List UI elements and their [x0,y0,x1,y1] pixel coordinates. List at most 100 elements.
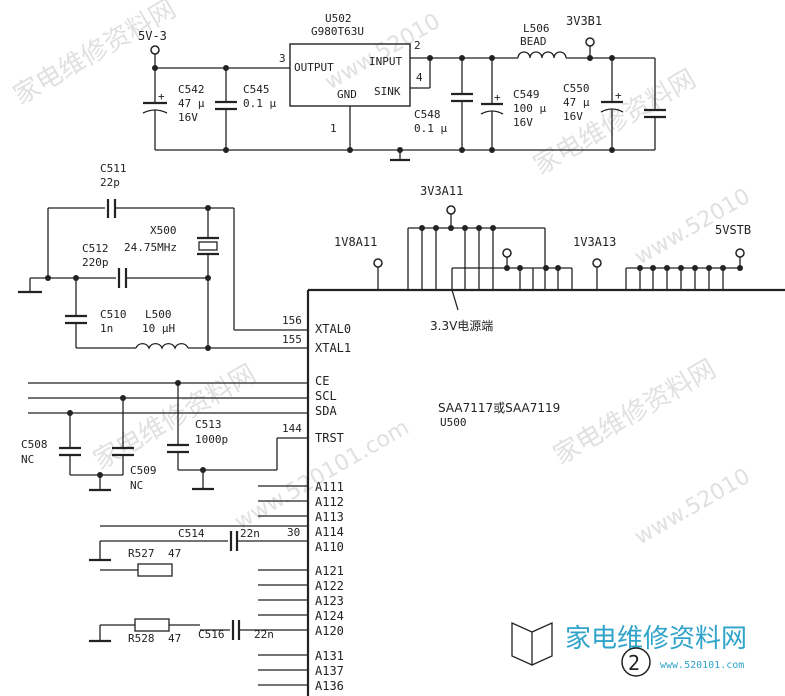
plus-sign: + [158,90,165,103]
terminal-3v3b1 [585,37,595,47]
label-c542-val: 47 µ [178,97,205,110]
pin-label-sink: SINK [374,85,401,98]
watermarks: 家电维修资料网 www.52010 家电维修资料网 www.52010 家电维修… [9,0,755,550]
label-c510-val: 1n [100,322,113,335]
label-c514-ref: C514 [178,527,205,540]
pin-num-4: 4 [416,71,423,84]
label-x500-val: 24.75MHz [124,241,177,254]
resistor-r527 [137,563,173,577]
label-c512-val: 220p [82,256,109,269]
label-l500-val: 10 µH [142,322,175,335]
chip-ref: U500 [440,416,467,429]
rail-label-1v3a13: 1V3A13 [573,235,616,249]
label-r527-val: 47 [168,547,181,560]
terminal-5vstb [735,248,745,258]
clock-section: C511 22p C512 220p X500 24.75MHz C510 1n [18,162,308,351]
watermark-text: 家电维修资料网 [549,354,722,471]
pin-xtal0: XTAL0 [315,322,351,336]
site-logo: 家电维修资料网 www.520101.com 2 [511,621,747,677]
terminal-3v3a11 [446,205,456,215]
label-c542-ref: C542 [178,83,205,96]
power-note: 3.3V电源端 [430,319,493,333]
pin-sda: SDA [315,404,337,418]
label-c542-volt: 16V [178,111,198,124]
label-c550-ref: C550 [563,82,590,95]
label-c511-ref: C511 [100,162,127,175]
pin-label-gnd: GND [337,88,357,101]
pin-num-144: 144 [282,422,302,435]
pin-num-1: 1 [330,122,337,135]
pin-a112: A112 [315,495,344,509]
rail-label-3v3a11: 3V3A11 [420,184,463,198]
label-c508-val: NC [21,453,34,466]
control-section: C508 NC C509 NC C513 1000p [21,380,308,492]
pin-xtal1: XTAL1 [315,341,351,355]
pin-a114: A114 [315,525,344,539]
terminal-1v8a11 [373,258,383,268]
logo-url: www.520101.com [660,660,744,671]
pin-a122: A122 [315,579,344,593]
label-c513-val: 1000p [195,433,228,446]
label-c548-ref: C548 [414,108,441,121]
pin-num-156: 156 [282,314,302,327]
plus-sign: + [494,91,501,104]
crystal-x500 [198,241,218,251]
label-c511-val: 22p [100,176,120,189]
resistor-r528 [134,618,170,632]
label-c510-ref: C510 [100,308,127,321]
pin-num-155: 155 [282,333,302,346]
rail-label-1v8a11: 1V8A11 [334,235,377,249]
inductor-l500 [135,342,189,350]
pin-a113: A113 [315,510,344,524]
pin-a124: A124 [315,609,344,623]
figure-number: 2 [628,651,640,675]
pin-trst: TRST [315,431,344,445]
watermark-text: 家电维修资料网 [529,64,702,181]
label-l506-val: BEAD [520,35,547,48]
pin-a137: A137 [315,664,344,678]
watermark-text: www.52010 [631,464,755,550]
watermark-text: 家电维修资料网 [89,359,262,476]
inductor-l506 [517,51,567,59]
label-c549-ref: C549 [513,88,540,101]
regulator-ref: U502 [325,12,352,25]
label-c516-ref: C516 [198,628,225,641]
terminal-5v3 [150,45,160,55]
logo-text: 家电维修资料网 [565,624,747,654]
analog-section: C514 22n R527 47 R528 47 C516 22n [89,525,308,645]
label-c509-val: NC [130,479,143,492]
pin-num-3: 3 [279,52,286,65]
pin-a110: A110 [315,540,344,554]
label-l506-ref: L506 [523,22,550,35]
label-c513-ref: C513 [195,418,222,431]
rail-label-5vstb: 5VSTB [715,223,751,237]
label-c545-ref: C545 [243,83,270,96]
book-icon [511,621,533,667]
regulator-part: G980T63U [311,25,364,38]
pin-a123: A123 [315,594,344,608]
label-r528-val: 47 [168,632,181,645]
label-c514-val: 22n [240,527,260,540]
pin-ce: CE [315,374,329,388]
pin-a120: A120 [315,624,344,638]
label-c512-ref: C512 [82,242,109,255]
rail-label-3v3b1: 3V3B1 [566,14,602,28]
pin-scl: SCL [315,389,337,403]
pin-label-input: INPUT [369,55,402,68]
label-c550-volt: 16V [563,110,583,123]
label-c509-ref: C509 [130,464,157,477]
label-c548-val: 0.1 µ [414,122,447,135]
main-chip: SAA7117或SAA7119 U500 XTAL0 XTAL1 CE SCL … [258,288,785,696]
terminal-3v3-alt [502,248,512,258]
terminal-1v3a13 [592,258,602,268]
label-c508-ref: C508 [21,438,48,451]
label-c549-val: 100 µ [513,102,546,115]
pin-a121: A121 [315,564,344,578]
pin-a131: A131 [315,649,344,663]
pin-a111: A111 [315,480,344,494]
label-r527-ref: R527 [128,547,155,560]
power-pins-section: 1V8A11 3V3A11 3.3V电源端 [334,184,751,333]
rail-label-5v3: 5V-3 [138,29,167,43]
regulator-section: 5V-3 + C542 47 µ 16V C545 0.1 µ U502 G98… [138,12,666,162]
